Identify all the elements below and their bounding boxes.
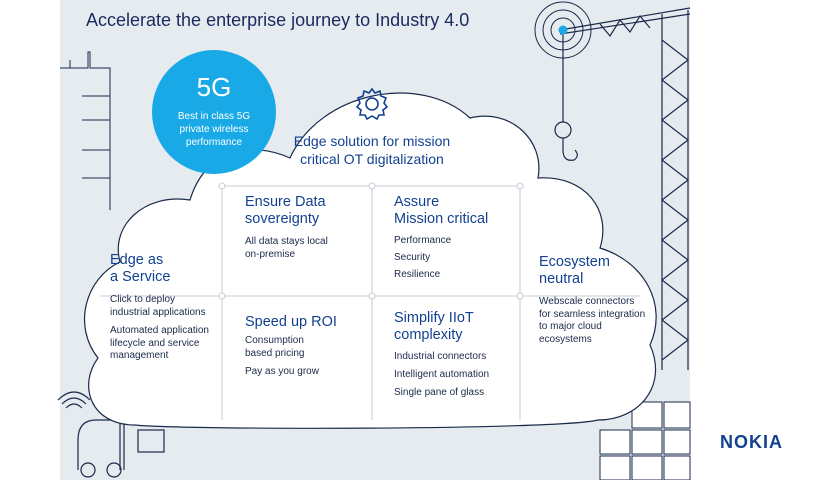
left-block-item: Automated application lifecycle and serv…	[110, 325, 209, 361]
iiot-item: Single pane of glass	[394, 387, 485, 398]
5g-badge	[152, 50, 276, 174]
right-block-heading: Ecosystem neutral	[539, 254, 610, 287]
roi-item: Consumption based pricing	[245, 335, 305, 359]
data-sovereignty-heading: Ensure Data sovereignty	[245, 194, 326, 227]
roi-heading: Speed up ROI	[245, 314, 337, 330]
center-title: Edge solution for mission critical OT di…	[293, 133, 451, 167]
nokia-logo: NOKIA	[720, 432, 783, 452]
iiot-item: Intelligent automation	[394, 369, 490, 380]
gear-icon	[355, 87, 389, 121]
mission-critical-item: Resilience	[394, 269, 441, 280]
crates-icon	[599, 401, 691, 480]
iiot-heading: Simplify IIoT complexity	[394, 310, 474, 343]
roi-item: Pay as you grow	[245, 366, 319, 377]
mission-critical-item: Security	[394, 252, 431, 263]
wireless-signal-icon	[534, 1, 592, 59]
mission-critical-item: Performance	[394, 235, 452, 246]
data-sovereignty-sub: All data stays local on-premise	[245, 236, 328, 260]
left-block-heading: Edge as a Service	[110, 252, 171, 285]
page-title: Accelerate the enterprise journey to Ind…	[86, 10, 470, 30]
5g-badge-text: Best in class 5G private wireless perfor…	[177, 111, 251, 148]
crane-icon	[554, 7, 691, 370]
right-block-sub: Webscale connectors for seamless integra…	[539, 296, 646, 345]
grid-lines	[100, 182, 640, 420]
5g-badge-title: 5G	[196, 72, 232, 102]
left-block-item: Click to deploy industrial applications	[110, 294, 206, 318]
mission-critical-heading: Assure Mission critical	[394, 194, 489, 227]
cloud-shape	[83, 92, 657, 429]
iiot-item: Industrial connectors	[394, 351, 487, 362]
building-icon	[60, 51, 111, 210]
